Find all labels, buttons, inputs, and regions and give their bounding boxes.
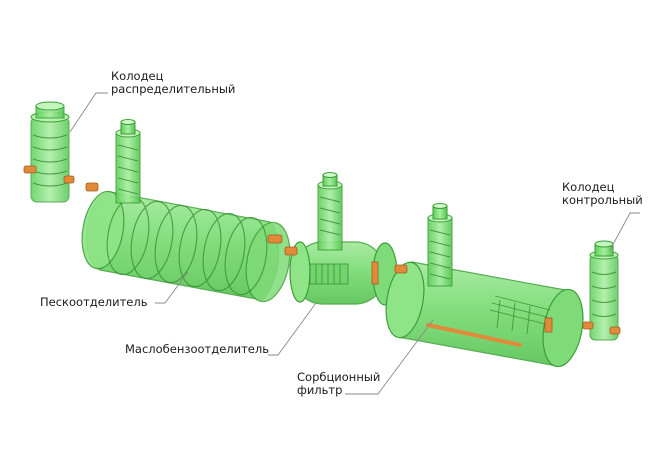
label-oil-separator: Маслобензоотделитель [125,342,270,356]
callout-line-control-well [609,212,640,251]
oil-separator-tank [284,172,398,306]
callout-line-distribution-well [69,92,108,133]
label-sorption-filter-line2: фильтр [297,383,343,397]
label-sorption-filter: Сорбционный фильтр [297,371,380,397]
label-distribution-well-line2: распределительный [111,82,236,96]
label-control-well-line2: контрольный [562,193,643,207]
label-control-well: Колодец контрольный [562,181,643,207]
label-sorption-filter-line1: Сорбционный [297,370,381,384]
control-well [582,240,621,341]
label-sand-separator: Пескоотделитель [40,295,148,309]
callout-line-sand-separator [155,271,189,304]
callout-line-oil-separator [268,302,317,356]
sand-separator-tank [81,119,291,303]
sorption-filter-tank [385,203,584,368]
callout-line-sorption-filter [345,319,434,395]
label-distribution-well: Колодец распределительный [111,70,235,96]
label-control-well-line1: Колодец [562,180,615,194]
label-distribution-well-line1: Колодец [111,69,164,83]
distribution-well [23,101,75,203]
